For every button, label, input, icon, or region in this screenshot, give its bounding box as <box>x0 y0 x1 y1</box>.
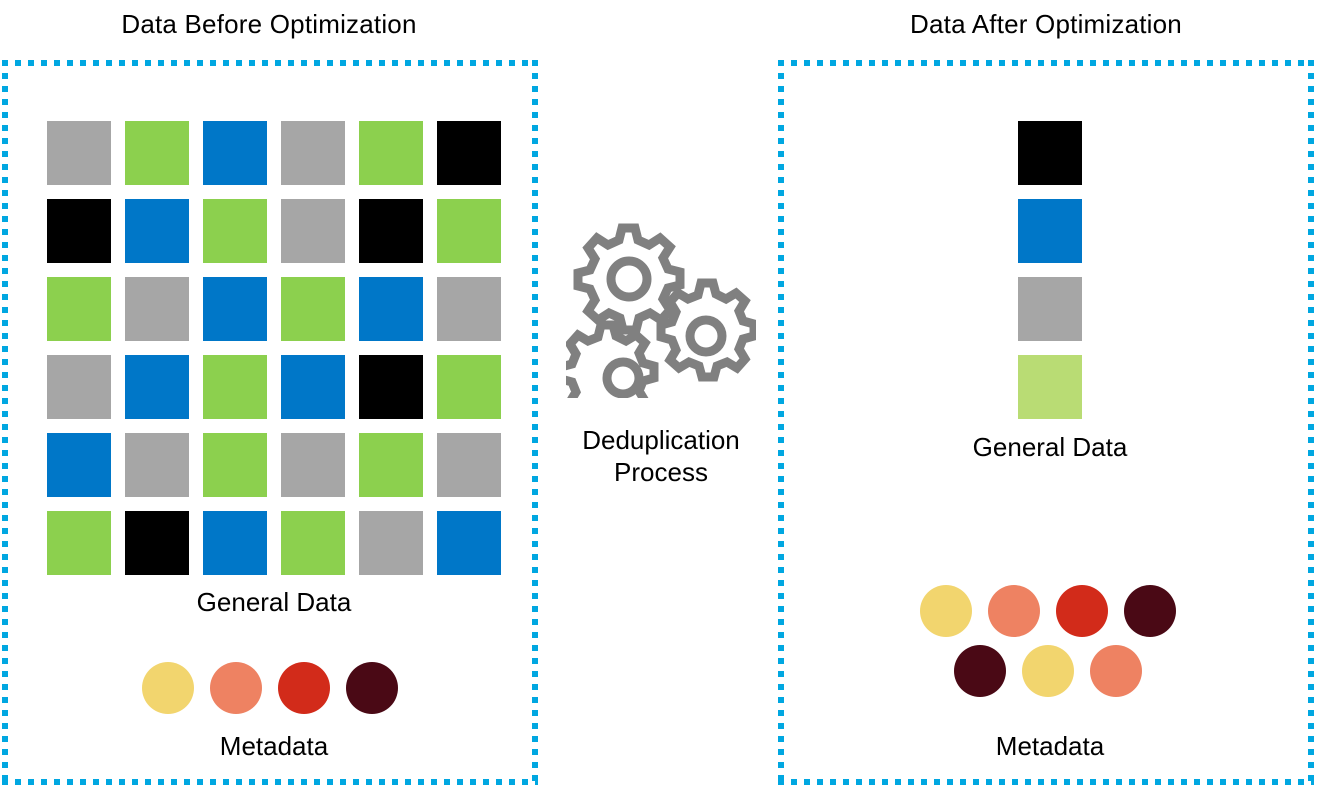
data-block-cell <box>203 433 267 497</box>
data-block-cell <box>281 199 345 263</box>
data-block-cell <box>359 199 423 263</box>
data-block-cell <box>437 199 501 263</box>
data-block-cell <box>437 511 501 575</box>
data-block-cell <box>203 199 267 263</box>
panel-title-before: Data Before Optimization <box>121 9 417 39</box>
data-block-cell <box>203 511 267 575</box>
deduplication-process-label: Deduplication Process <box>548 424 774 488</box>
metadata-dot <box>988 585 1040 637</box>
data-block-cell <box>359 355 423 419</box>
dedup-label-line1: Deduplication <box>582 425 740 455</box>
data-block-cell <box>47 433 111 497</box>
data-block-cell <box>437 121 501 185</box>
metadata-dot <box>278 662 330 714</box>
data-block-cell <box>47 199 111 263</box>
metadata-dot <box>954 645 1006 697</box>
data-block-cell <box>47 511 111 575</box>
data-block-cell <box>1018 121 1082 185</box>
gears-icon <box>556 218 759 424</box>
metadata-dot <box>210 662 262 714</box>
data-block-cell <box>437 433 501 497</box>
general-data-label-after: General Data <box>972 432 1128 462</box>
general-data-label-before: General Data <box>196 587 352 617</box>
general-data-grid-after <box>1018 121 1082 419</box>
data-block-cell <box>281 511 345 575</box>
metadata-dot <box>920 585 972 637</box>
metadata-dot <box>1124 585 1176 637</box>
metadata-group-after-row-2 <box>954 645 1142 697</box>
data-block-cell <box>125 433 189 497</box>
data-block-cell <box>1018 355 1082 419</box>
data-block-cell <box>359 277 423 341</box>
general-data-grid-before <box>47 121 501 575</box>
data-block-cell <box>125 199 189 263</box>
data-block-cell <box>281 277 345 341</box>
dedup-label-line2: Process <box>614 457 708 487</box>
data-block-cell <box>437 355 501 419</box>
data-block-cell <box>47 355 111 419</box>
data-block-cell <box>281 355 345 419</box>
data-block-cell <box>359 511 423 575</box>
data-block-cell <box>125 277 189 341</box>
metadata-group-after-row-1 <box>920 585 1176 637</box>
data-block-cell <box>47 121 111 185</box>
metadata-dot <box>1090 645 1142 697</box>
data-block-cell <box>125 121 189 185</box>
data-block-cell <box>281 433 345 497</box>
data-block-cell <box>47 277 111 341</box>
metadata-dot <box>1022 645 1074 697</box>
metadata-group-before <box>142 662 398 714</box>
data-block-cell <box>203 121 267 185</box>
data-block-cell <box>1018 199 1082 263</box>
data-block-cell <box>281 121 345 185</box>
data-block-cell <box>203 277 267 341</box>
metadata-dot <box>142 662 194 714</box>
metadata-dot <box>1056 585 1108 637</box>
data-block-cell <box>359 433 423 497</box>
metadata-label-before: Metadata <box>219 731 329 761</box>
data-block-cell <box>359 121 423 185</box>
metadata-dot <box>346 662 398 714</box>
panel-title-after: Data After Optimization <box>910 9 1182 39</box>
data-block-cell <box>437 277 501 341</box>
metadata-label-after: Metadata <box>995 731 1105 761</box>
data-block-cell <box>203 355 267 419</box>
data-block-cell <box>125 355 189 419</box>
data-block-cell <box>1018 277 1082 341</box>
data-block-cell <box>125 511 189 575</box>
